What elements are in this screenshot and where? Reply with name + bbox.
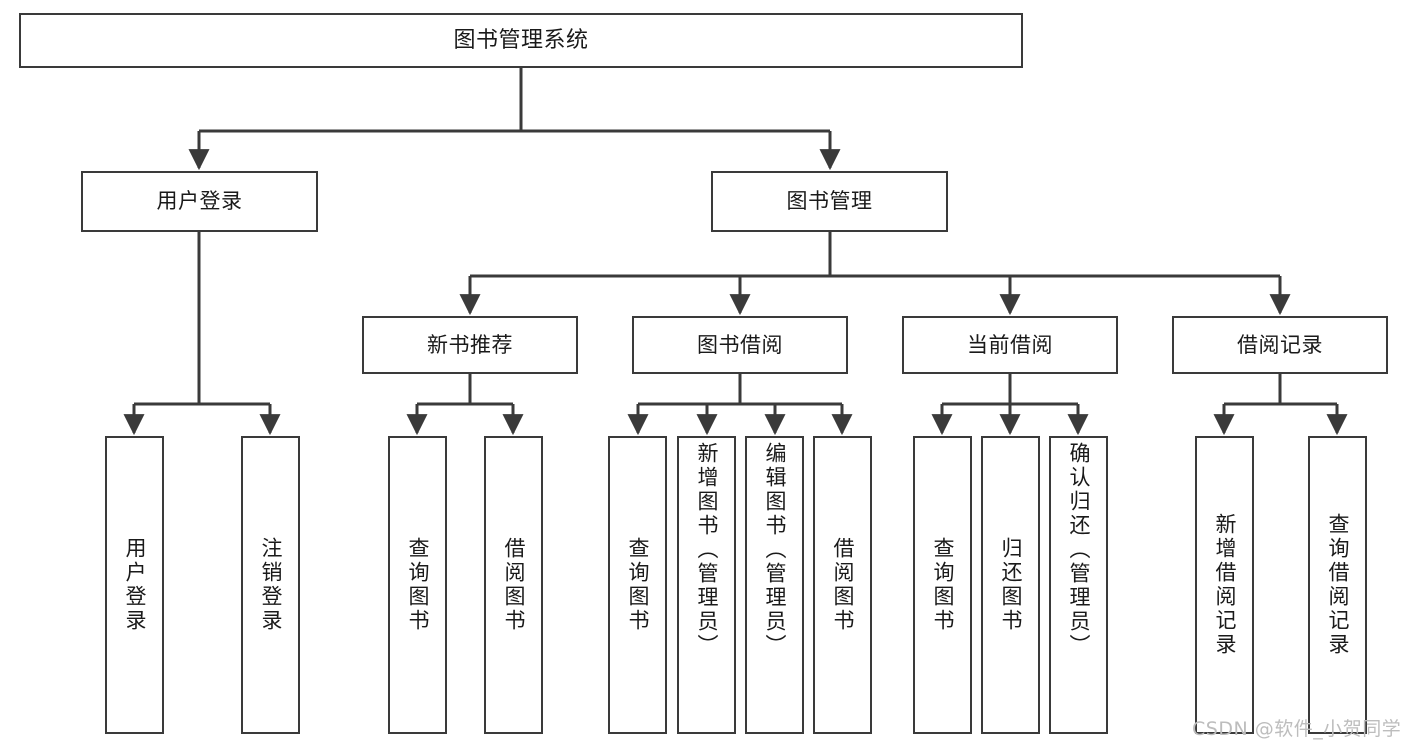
- leaf-edit-book-label: 编辑图书（管理员）: [763, 442, 787, 658]
- leaf-borrow-book-b[interactable]: 借阅图书: [813, 436, 872, 734]
- leaf-user-login[interactable]: 用户登录: [105, 436, 164, 734]
- leaf-query-book-b[interactable]: 查询图书: [608, 436, 667, 734]
- node-user-login[interactable]: 用户登录: [81, 171, 318, 232]
- leaf-query-book-a-label: 查询图书: [406, 537, 430, 633]
- node-current-borrow-label: 当前借阅: [967, 332, 1053, 357]
- leaf-query-book-a[interactable]: 查询图书: [388, 436, 447, 734]
- leaf-query-book-b-label: 查询图书: [626, 537, 650, 633]
- leaf-query-book-c[interactable]: 查询图书: [913, 436, 972, 734]
- leaf-borrow-book-b-label: 借阅图书: [831, 537, 855, 633]
- leaf-add-borrow-record-label: 新增借阅记录: [1213, 513, 1237, 657]
- leaf-query-borrow-record-label: 查询借阅记录: [1326, 513, 1350, 657]
- leaf-return-book[interactable]: 归还图书: [981, 436, 1040, 734]
- csdn-watermark: CSDN @软件_小贺同学: [1192, 718, 1402, 740]
- leaf-query-borrow-record[interactable]: 查询借阅记录: [1308, 436, 1367, 734]
- leaf-add-book[interactable]: 新增图书（管理员）: [677, 436, 736, 734]
- leaf-user-login-label: 用户登录: [123, 537, 147, 633]
- leaf-borrow-book-a[interactable]: 借阅图书: [484, 436, 543, 734]
- node-user-login-label: 用户登录: [156, 189, 243, 214]
- node-book-management[interactable]: 图书管理: [711, 171, 948, 232]
- leaf-confirm-return[interactable]: 确认归还（管理员）: [1049, 436, 1108, 734]
- leaf-query-book-c-label: 查询图书: [931, 537, 955, 633]
- leaf-return-book-label: 归还图书: [999, 537, 1023, 633]
- node-borrow-record-label: 借阅记录: [1237, 332, 1323, 357]
- leaf-edit-book[interactable]: 编辑图书（管理员）: [745, 436, 804, 734]
- node-book-borrow[interactable]: 图书借阅: [632, 316, 848, 374]
- leaf-add-borrow-record[interactable]: 新增借阅记录: [1195, 436, 1254, 734]
- node-borrow-record[interactable]: 借阅记录: [1172, 316, 1388, 374]
- node-new-book-recommend-label: 新书推荐: [427, 332, 513, 357]
- leaf-user-logout-label: 注销登录: [259, 537, 283, 633]
- node-book-borrow-label: 图书借阅: [697, 332, 783, 357]
- leaf-add-book-label: 新增图书（管理员）: [695, 442, 719, 658]
- leaf-borrow-book-a-label: 借阅图书: [502, 537, 526, 633]
- node-root[interactable]: 图书管理系统: [19, 13, 1023, 68]
- node-book-management-label: 图书管理: [786, 189, 873, 214]
- node-root-label: 图书管理系统: [453, 27, 589, 53]
- node-current-borrow[interactable]: 当前借阅: [902, 316, 1118, 374]
- leaf-user-logout[interactable]: 注销登录: [241, 436, 300, 734]
- node-new-book-recommend[interactable]: 新书推荐: [362, 316, 578, 374]
- leaf-confirm-return-label: 确认归还（管理员）: [1067, 442, 1091, 658]
